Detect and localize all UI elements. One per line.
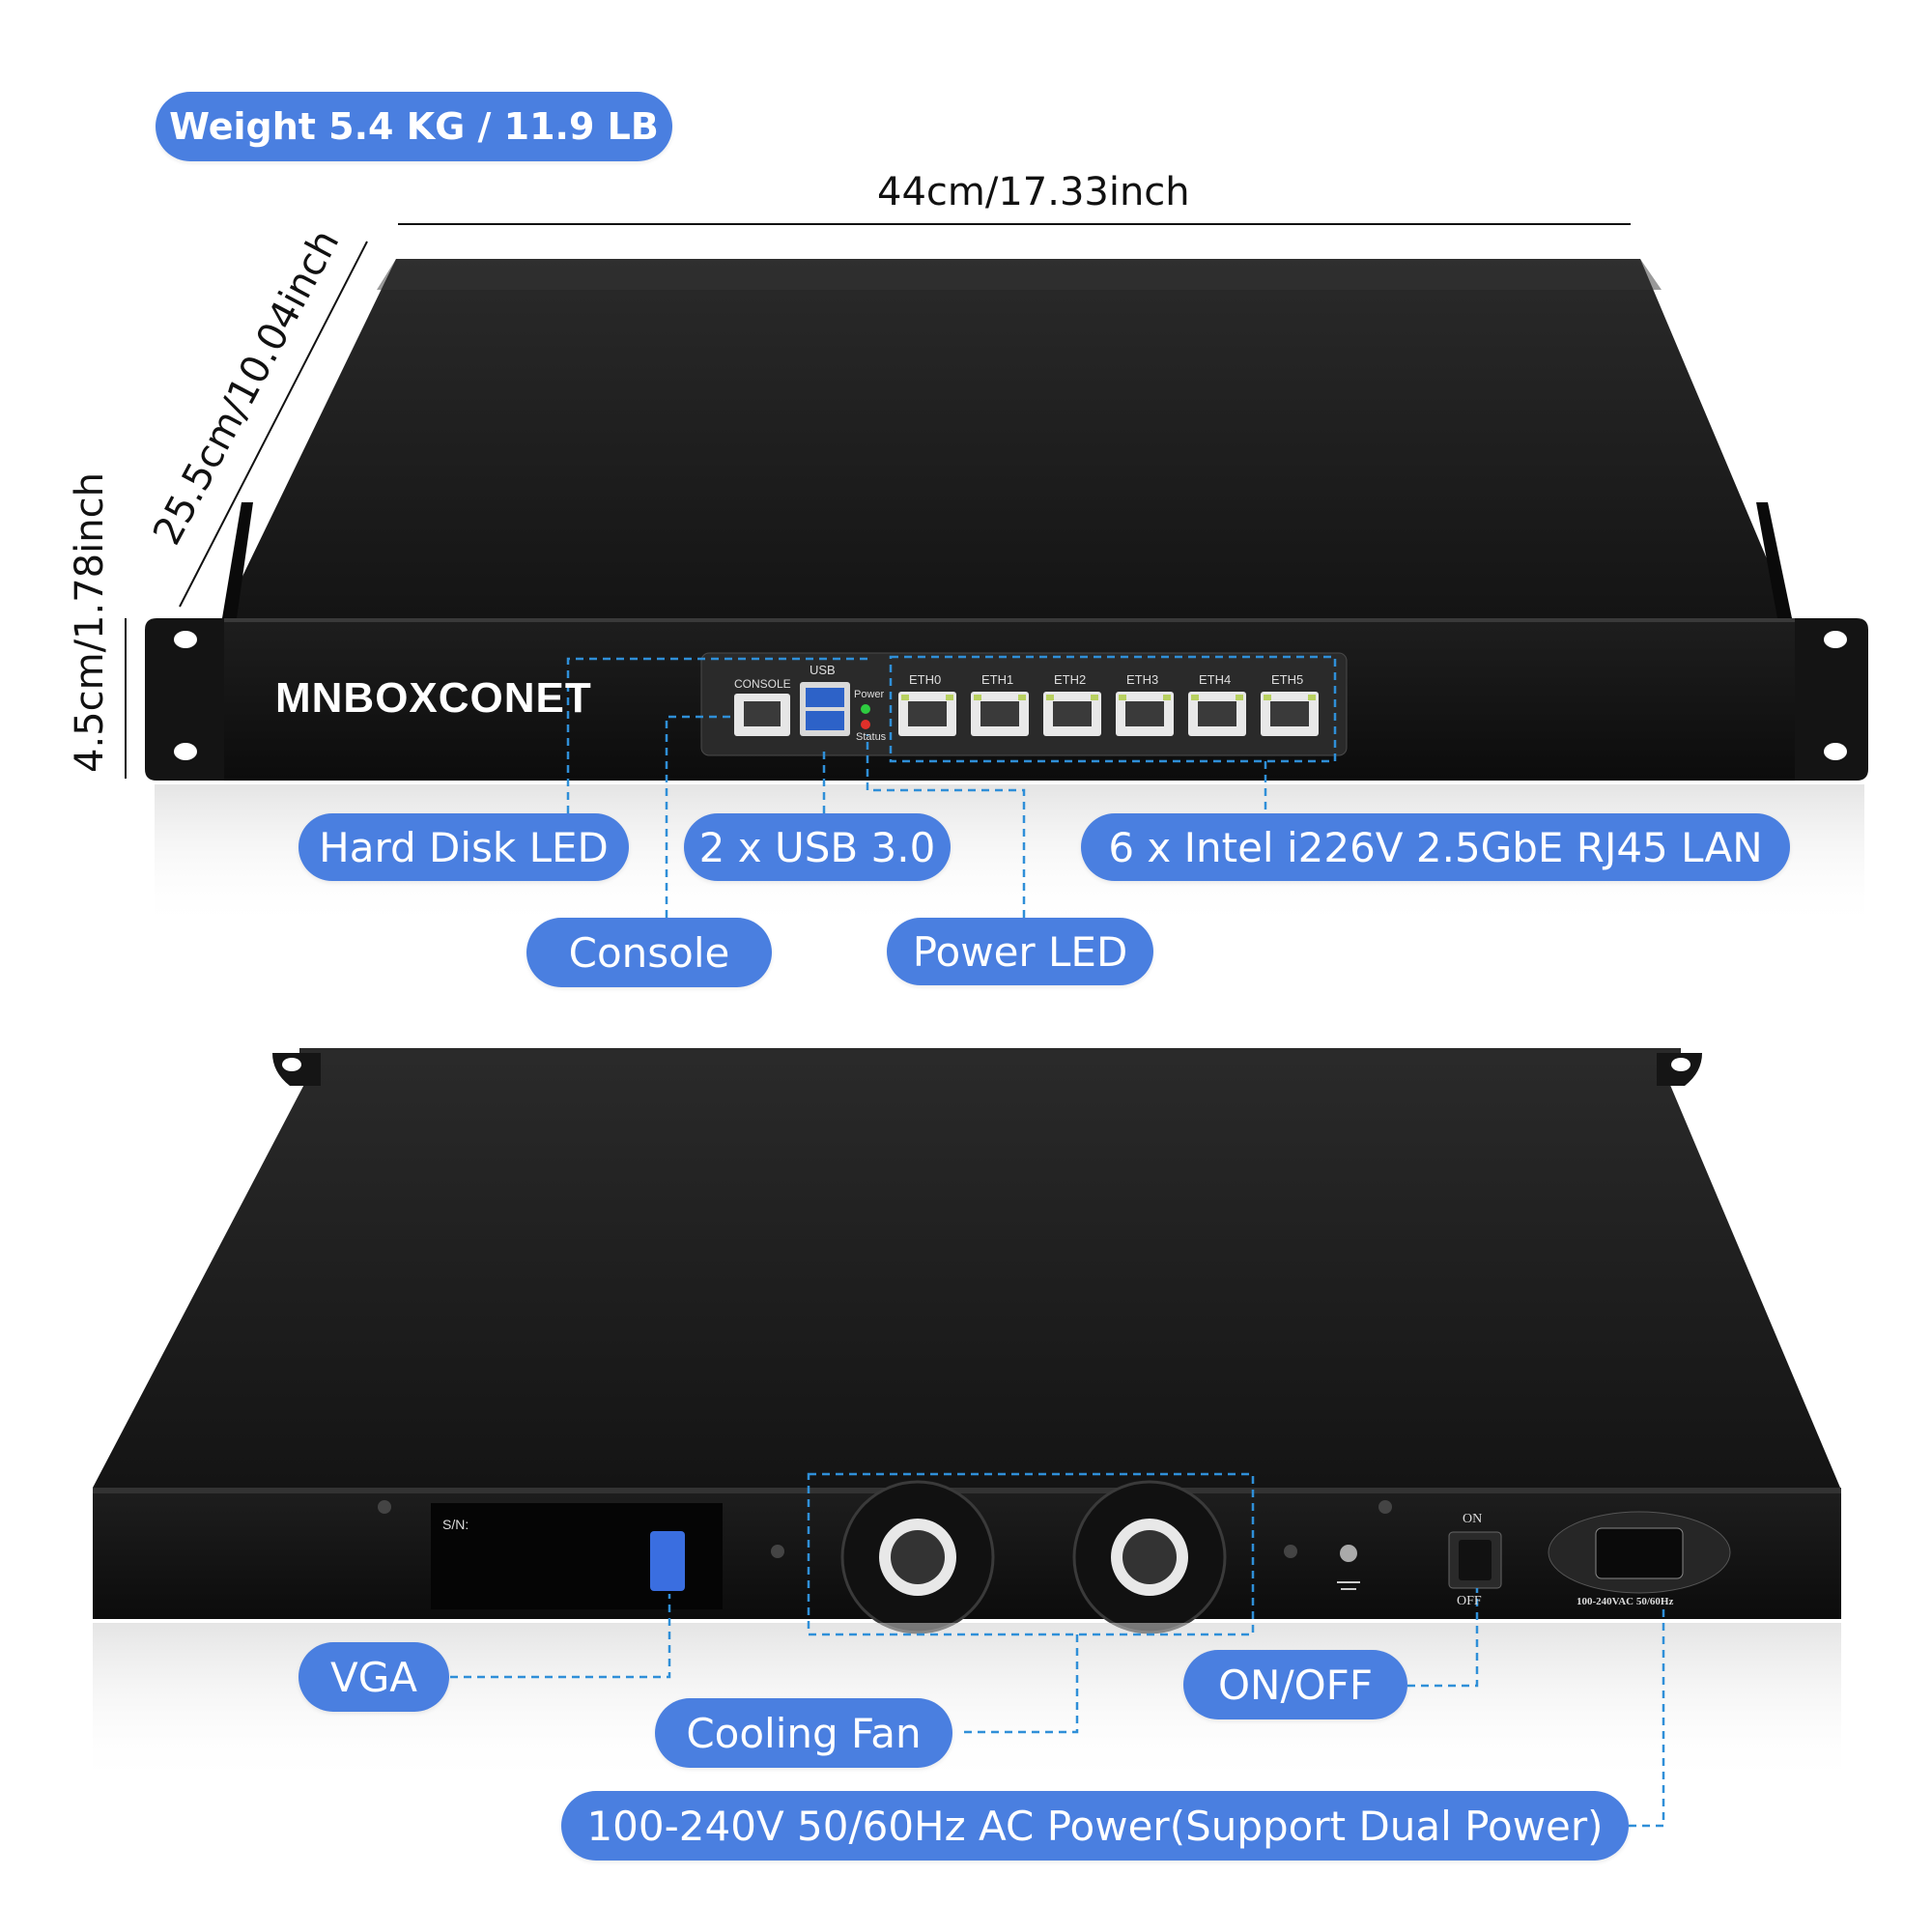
on-off-callout: ON/OFF (1183, 1650, 1407, 1719)
brand-logo: MNBOXCONET (275, 674, 592, 722)
ear-hole (174, 631, 197, 648)
rear-device-top (93, 1053, 1840, 1488)
ear-hole (1824, 631, 1847, 648)
ear-hole (1824, 743, 1847, 760)
rack-ear-left (145, 618, 224, 781)
eth-label: ETH2 (1054, 672, 1087, 687)
power-led (861, 704, 870, 714)
ground-screw (1340, 1545, 1357, 1562)
depth-dimension-line (179, 241, 368, 608)
rear-leader-lines (450, 1472, 1665, 1828)
width-dimension-label: 44cm/17.33inch (877, 170, 1190, 214)
eth-label: ETH5 (1271, 672, 1304, 687)
front-device (145, 259, 1868, 929)
weight-badge: Weight 5.4 KG / 11.9 LB (156, 92, 672, 161)
cooling-fan-callout: Cooling Fan (655, 1698, 952, 1768)
console-callout: Console (526, 918, 772, 987)
status-led (861, 720, 870, 729)
usb-port-label: USB (810, 663, 836, 677)
eth-label: ETH0 (909, 672, 942, 687)
height-dimension-label: 4.5cm/1.78inch (68, 472, 112, 773)
ear-hole (174, 743, 197, 760)
power-led-label: Power (854, 689, 885, 700)
switch-off-label: OFF (1457, 1594, 1482, 1608)
serial-number-label: S/N: (442, 1517, 469, 1532)
vga-connector (650, 1531, 685, 1591)
eth-port-group (898, 692, 1319, 736)
ac-power-callout: 100-240V 50/60Hz AC Power(Support Dual P… (561, 1791, 1629, 1861)
rear-device (93, 1048, 1841, 1787)
status-led-label: Status (856, 731, 887, 743)
eth-label: ETH4 (1199, 672, 1232, 687)
front-device-top (222, 259, 1792, 618)
switch-on-label: ON (1463, 1512, 1483, 1526)
usb-callout: 2 x USB 3.0 (684, 813, 951, 881)
lan-callout: 6 x Intel i226V 2.5GbE RJ45 LAN (1081, 813, 1790, 881)
rack-ear-right (1795, 618, 1868, 781)
eth-label: ETH1 (981, 672, 1014, 687)
front-leader-lines (566, 655, 1337, 918)
vga-callout: VGA (298, 1642, 449, 1712)
eth-label: ETH3 (1126, 672, 1159, 687)
power-rating-label: 100-240VAC 50/60Hz (1577, 1596, 1674, 1607)
console-port-label: CONSOLE (734, 677, 791, 691)
power-led-callout: Power LED (887, 918, 1153, 985)
hard-disk-led-callout: Hard Disk LED (298, 813, 629, 881)
